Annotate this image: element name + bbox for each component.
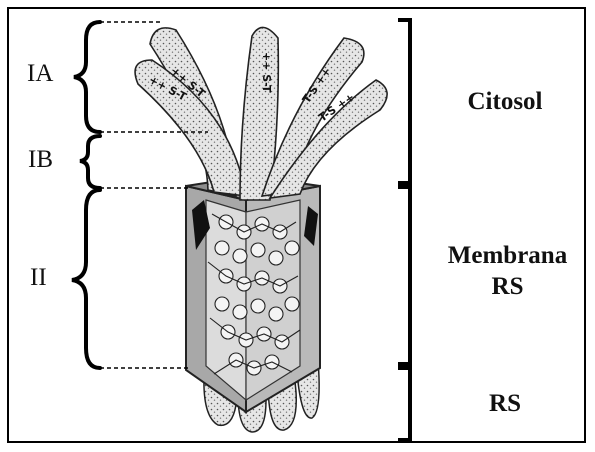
right-bracket (398, 20, 410, 440)
domain-label-ib: IB (28, 146, 53, 174)
region-label-citosol: Citosol (440, 86, 570, 117)
left-braces (72, 22, 100, 368)
domain-label-ia: IA (27, 60, 53, 88)
region-label-membrana-line1: Membrana (430, 240, 585, 271)
region-label-membrana-line2: RS (430, 271, 585, 302)
membrane-prism (186, 176, 320, 412)
region-label-rs: RS (470, 388, 540, 419)
domain-label-ii: II (30, 264, 47, 292)
region-label-membrana: Membrana RS (430, 240, 585, 302)
helix-label-3: ++ S-T (260, 52, 273, 93)
